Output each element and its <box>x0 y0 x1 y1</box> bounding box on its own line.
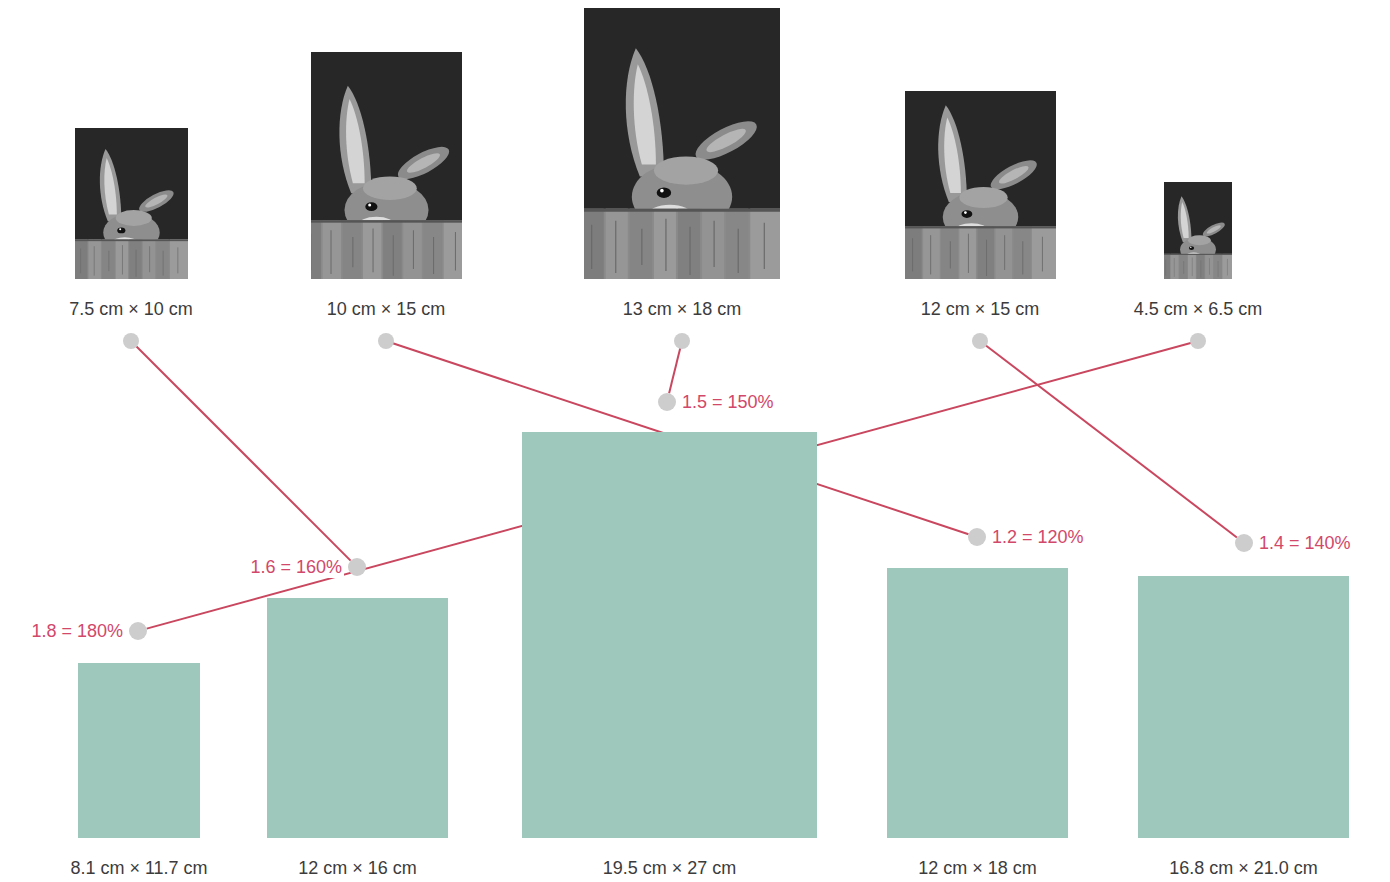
donkey-photo <box>905 75 1056 279</box>
scale-factor-dot: 1.6 = 160% <box>348 558 366 576</box>
connector-line <box>131 341 351 561</box>
scale-factor-dot: 1.2 = 120% <box>968 528 986 546</box>
size-label: 4.5 cm × 6.5 cm <box>1134 298 1263 320</box>
scale-factor-label: 1.2 = 120% <box>990 526 1086 548</box>
photo-frame: 7.5 cm × 10 cm <box>65 128 197 349</box>
scaled-rectangle: 16.8 cm × 21.0 cm <box>1138 576 1349 838</box>
scaled-rectangle: 8.1 cm × 11.7 cm <box>78 663 200 838</box>
scaled-rectangle: 19.5 cm × 27 cm <box>522 432 817 838</box>
connector-dot <box>123 333 139 349</box>
donkey-photo <box>1162 182 1234 279</box>
scale-factor-dot: 1.8 = 180% <box>129 622 147 640</box>
size-label: 7.5 cm × 10 cm <box>69 298 193 320</box>
size-label: 10 cm × 15 cm <box>327 298 446 320</box>
size-label: 8.1 cm × 11.7 cm <box>70 857 207 879</box>
connector-dot <box>674 333 690 349</box>
photo-frame: 4.5 cm × 6.5 cm <box>1130 182 1267 349</box>
scale-factor-label: 1.5 = 150% <box>680 391 776 413</box>
size-label: 19.5 cm × 27 cm <box>603 857 737 879</box>
photo-frame: 13 cm × 18 cm <box>584 8 780 349</box>
scaled-rectangle: 12 cm × 16 cm <box>267 598 448 838</box>
size-label: 16.8 cm × 21.0 cm <box>1169 857 1318 879</box>
scale-factor-label: 1.6 = 160% <box>248 556 344 578</box>
donkey-photo <box>75 126 188 279</box>
size-label: 13 cm × 18 cm <box>623 298 742 320</box>
scaled-rectangle: 12 cm × 18 cm <box>887 568 1068 838</box>
photo-frame: 10 cm × 15 cm <box>311 52 462 349</box>
scale-factor-dot: 1.4 = 140% <box>1235 534 1253 552</box>
size-label: 12 cm × 16 cm <box>298 857 417 879</box>
scale-factor-label: 1.4 = 140% <box>1257 532 1353 554</box>
donkey-photo <box>582 8 783 279</box>
scale-factor-dot: 1.5 = 150% <box>658 393 676 411</box>
scale-factor-label: 1.8 = 180% <box>29 620 125 642</box>
connector-dot <box>1190 333 1206 349</box>
connector-dot <box>378 333 394 349</box>
connector-line <box>980 341 1237 538</box>
size-label: 12 cm × 15 cm <box>921 298 1040 320</box>
donkey-photo <box>302 52 470 279</box>
connector-dot <box>972 333 988 349</box>
photo-frame: 12 cm × 15 cm <box>905 91 1056 349</box>
size-label: 12 cm × 18 cm <box>918 857 1037 879</box>
